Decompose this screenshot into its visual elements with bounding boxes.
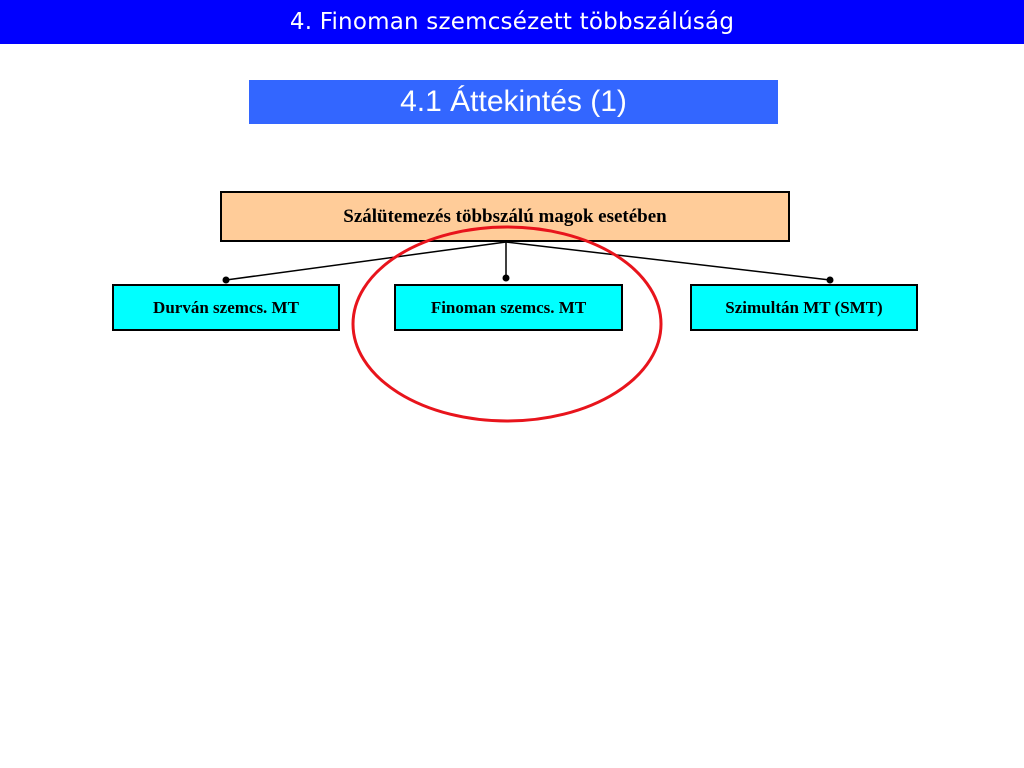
root-node: Szálütemezés többszálú magok esetében [220,191,790,242]
connector-dot-left [222,276,230,284]
header-title: 4. Finoman szemcsézett többszálúság [289,9,735,35]
connector-line-left [225,241,507,281]
subtitle-box: 4.1 Áttekintés (1) [249,80,778,124]
child-node-label: Szimultán MT (SMT) [725,297,883,317]
root-node-label: Szálütemezés többszálú magok esetében [343,205,667,227]
child-node-simultaneous-mt: Szimultán MT (SMT) [690,284,918,331]
child-node-coarse-grained-mt: Durván szemcs. MT [112,284,340,331]
connector-dot-right [826,276,834,284]
child-node-label: Durván szemcs. MT [153,297,299,317]
header-bar: 4. Finoman szemcsézett többszálúság [0,0,1024,44]
connector-dot-center [502,274,510,282]
child-node-fine-grained-mt: Finoman szemcs. MT [394,284,623,331]
subtitle-text: 4.1 Áttekintés (1) [400,85,627,118]
connector-line-right [505,241,831,281]
child-node-label: Finoman szemcs. MT [430,297,587,317]
